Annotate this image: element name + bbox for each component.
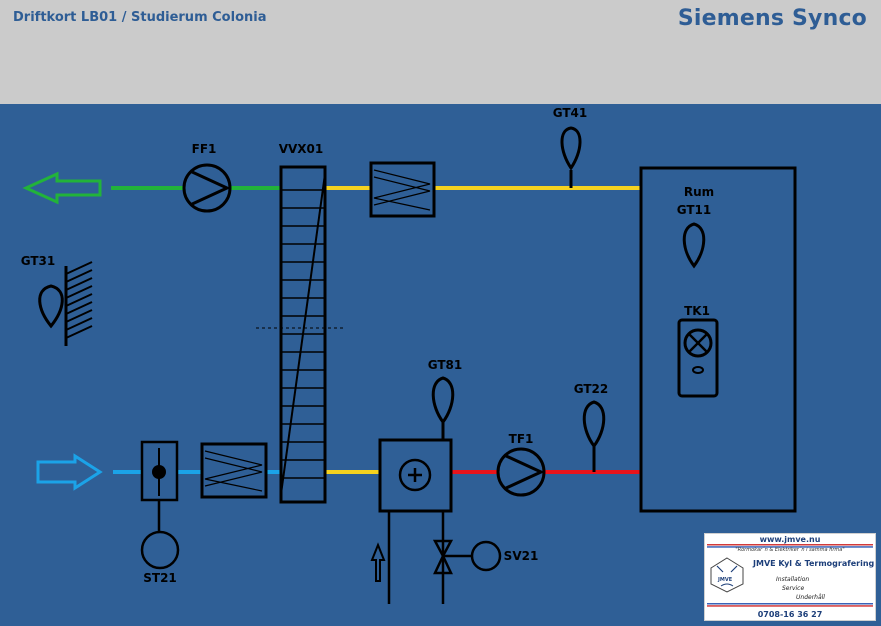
header-bar <box>0 0 881 104</box>
label-vvx01: VVX01 <box>278 142 324 156</box>
room-box <box>639 166 797 513</box>
heating-coil <box>378 438 453 513</box>
tk1-lamp-icon <box>683 328 713 358</box>
gt22-sensor-icon <box>582 400 606 449</box>
label-gt81: GT81 <box>427 358 463 372</box>
logo-slogan: "Rörmokar´n & Elektriker´n i samma firma… <box>735 547 845 553</box>
gt41-sensor-icon <box>560 126 582 171</box>
exhaust-arrow-icon <box>22 171 102 205</box>
label-rum: Rum <box>683 185 715 199</box>
label-tf1: TF1 <box>508 432 534 446</box>
company-logo-card: www.jmve.nu "Rörmokar´n & Elektriker´n i… <box>704 533 876 621</box>
label-sv21: SV21 <box>503 549 539 563</box>
logo-emblem-text: JMVE <box>718 577 733 583</box>
label-ff1: FF1 <box>191 142 217 156</box>
gt11-sensor-icon <box>682 222 706 269</box>
logo-service-service: Service <box>782 585 805 592</box>
logo-bottom-stripe <box>707 603 873 607</box>
label-gt22: GT22 <box>573 382 609 396</box>
brand-title: Siemens Synco <box>677 6 867 31</box>
gt81-sensor-icon <box>431 376 455 425</box>
intake-filter <box>200 442 268 499</box>
ahu-diagram <box>22 126 797 604</box>
return-filter <box>369 161 436 218</box>
label-st21: ST21 <box>143 571 177 585</box>
flow-up-arrow-icon <box>370 542 386 582</box>
gt31-wall-hatch <box>65 261 93 339</box>
label-gt41: GT41 <box>552 106 588 120</box>
logo-top-stripe <box>707 544 873 548</box>
logo-service-installation: Installation <box>776 576 810 583</box>
logo-company: JMVE Kyl & Termografering <box>753 559 875 568</box>
logo-emblem-icon <box>710 557 744 593</box>
label-tk1: TK1 <box>684 304 710 318</box>
st21-actuator-icon <box>140 530 180 570</box>
label-gt31: GT31 <box>20 254 56 268</box>
logo-phone: 0708-16 36 27 <box>757 610 823 619</box>
tk1-room-unit <box>677 318 719 398</box>
sv21-valve-icon <box>432 539 454 559</box>
page-title: Driftkort LB01 / Studierum Colonia <box>13 10 267 25</box>
gt31-sensor-icon <box>38 284 64 329</box>
logo-service-underhall: Underhåll <box>796 594 825 601</box>
sv21-actuator-icon <box>470 540 502 572</box>
vvx01-ladder <box>281 189 325 479</box>
intake-arrow-icon <box>36 453 103 491</box>
logo-url: www.jmve.nu <box>759 535 821 544</box>
label-gt11: GT11 <box>676 203 712 217</box>
